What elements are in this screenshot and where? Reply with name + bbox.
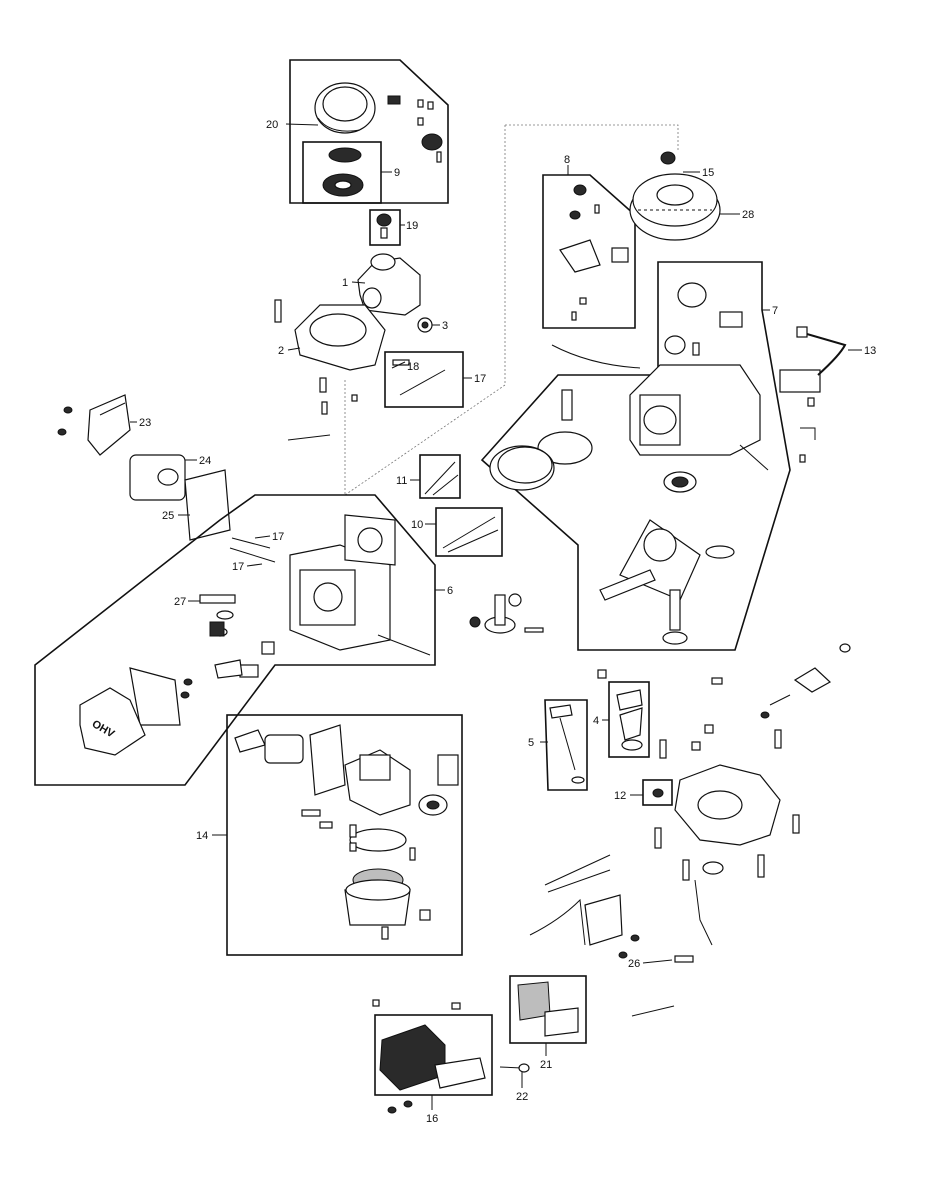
callout-11: 11 [396, 475, 407, 487]
dipstick-group [544, 699, 588, 791]
callout-5: 5 [528, 737, 534, 749]
callout-29: 28 [742, 209, 754, 221]
callout-13: 13 [864, 345, 876, 357]
part-12-group [642, 779, 673, 806]
callout-10: 10 [411, 519, 423, 531]
callout-3: 3 [442, 320, 448, 332]
part-23-screw [499, 1063, 530, 1073]
callout-4: 4 [593, 715, 599, 727]
callout-15: 15 [702, 167, 714, 179]
tie-rod [287, 434, 331, 441]
callout-27: 26 [628, 958, 640, 970]
tool-wrench [631, 1005, 675, 1017]
callout-labels: 20 9 19 1 2 3 18 17 8 15 28 7 13 23 24 2… [139, 119, 876, 1125]
air-filter-group [509, 975, 587, 1044]
callout-1: 1 [342, 277, 348, 289]
callout-2: 2 [278, 345, 284, 357]
callout-8: 8 [564, 154, 570, 166]
part-8-group [542, 174, 636, 329]
ignition-coil [779, 326, 847, 463]
oil-fill-group [608, 681, 650, 758]
dotted-routing-line [344, 125, 506, 496]
air-cleaner-cover-group [372, 999, 493, 1114]
callout-20: 19 [406, 220, 418, 232]
callout-19: 18 [407, 361, 419, 373]
callout-17b: 17 [232, 561, 244, 573]
callout-26: 25 [162, 510, 174, 522]
callout-6: 6 [447, 585, 453, 597]
crankcase-sump [597, 643, 851, 881]
part-10-group [435, 507, 503, 557]
callout-18: 17 [474, 373, 486, 385]
callout-28: 27 [174, 596, 186, 608]
part-20-group [369, 209, 401, 246]
callout-12: 12 [614, 790, 626, 802]
callout-9: 9 [394, 167, 400, 179]
short-block-group [480, 261, 791, 651]
blower-housing [357, 253, 421, 316]
governor-gear-assembly [469, 593, 544, 634]
part-11-group [419, 454, 461, 499]
callout-17a: 17 [272, 531, 284, 543]
part-18-group [384, 351, 464, 408]
dotted-routing-line [505, 124, 679, 150]
carburetor-group [226, 714, 463, 956]
callout-24: 23 [139, 417, 151, 429]
callout-7: 7 [772, 305, 778, 317]
callout-21: 20 [266, 119, 278, 131]
part-3-washer [417, 317, 433, 333]
callout-25: 24 [199, 455, 211, 467]
callout-22: 21 [540, 1059, 552, 1071]
recoil-starter-group [289, 59, 449, 204]
throttle-linkage [529, 854, 713, 963]
flywheel [629, 151, 721, 241]
callout-leaders [130, 123, 862, 1110]
muffler-group [57, 394, 231, 541]
callout-16: 16 [426, 1113, 438, 1125]
callout-23: 22 [516, 1091, 528, 1103]
callout-14: 14 [196, 830, 208, 842]
fan-housing [274, 299, 386, 415]
governor-spring [551, 344, 641, 369]
cylinder-head-group [34, 494, 436, 786]
